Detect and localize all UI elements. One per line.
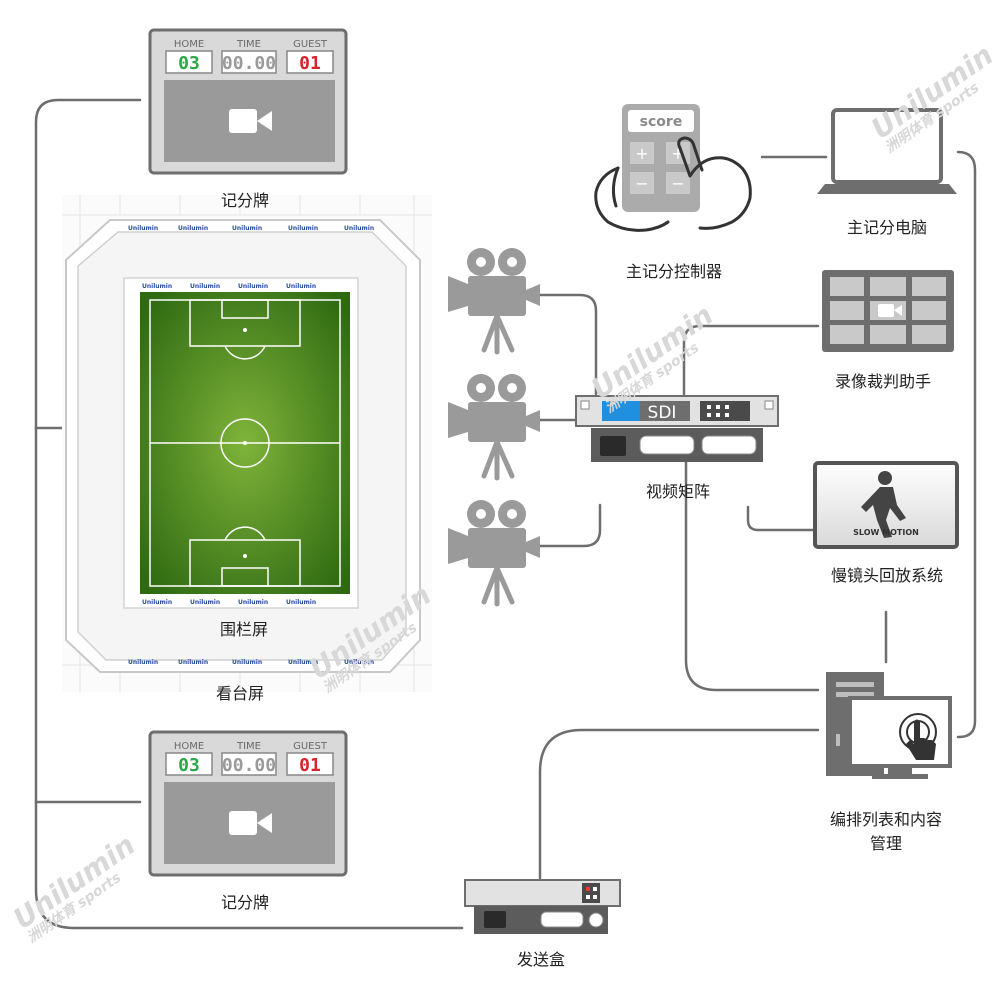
- line-computer-to-content: [956, 150, 977, 739]
- svg-text:Unilumin: Unilumin: [190, 283, 220, 290]
- video-camera-icon: [229, 811, 272, 835]
- line-bus-to-sender: [34, 800, 464, 930]
- scoreboard-top-home-header: HOME: [174, 39, 204, 50]
- svg-text:Unilumin: Unilumin: [128, 659, 158, 666]
- svg-text:Unilumin: Unilumin: [286, 599, 316, 606]
- svg-text:Unilumin: Unilumin: [178, 659, 208, 666]
- controller-key-label: score: [640, 114, 683, 130]
- sender-label: 发送盒: [516, 950, 566, 969]
- scoreboard-bottom-guest-score: 01: [299, 755, 321, 776]
- computer-label: 主记分电脑: [846, 218, 928, 237]
- svg-text:Unilumin: Unilumin: [238, 599, 268, 606]
- svg-text:Unilumin: Unilumin: [232, 659, 262, 666]
- stand-ad-labels: Unilumin Unilumin Unilumin Unilumin Unil…: [128, 225, 374, 666]
- score-controller: score + + − −: [594, 104, 752, 232]
- content-mgmt-label-line2: 管理: [869, 834, 903, 853]
- svg-text:Unilumin: Unilumin: [142, 599, 172, 606]
- scoreboard-bottom-time: 00.00: [222, 755, 276, 776]
- workstation: [826, 672, 952, 779]
- stadium: Unilumin Unilumin Unilumin Unilumin Unil…: [62, 195, 432, 692]
- video-wall-monitor: [822, 270, 954, 352]
- slow-motion-label: 慢镜头回放系统: [830, 566, 944, 585]
- line-matrix-to-content: [684, 460, 820, 692]
- touch-hand-icon: [899, 713, 937, 760]
- sender-box: [464, 879, 621, 934]
- svg-text:Unilumin: Unilumin: [178, 225, 208, 232]
- svg-text:−: −: [635, 174, 648, 193]
- video-camera-icon: [229, 109, 272, 133]
- scoreboard-top-time: 00.00: [222, 53, 276, 74]
- fence-ad-labels: Unilumin Unilumin Unilumin Unilumin Unil…: [142, 283, 316, 606]
- svg-text:Unilumin: Unilumin: [128, 225, 158, 232]
- scoreboard-bottom: HOME TIME GUEST 03 00.00 01: [148, 730, 348, 877]
- svg-text:+: +: [635, 144, 648, 163]
- line-camera3-to-matrix: [538, 503, 602, 548]
- scoreboard-top-guest-score: 01: [299, 53, 321, 74]
- svg-text:Unilumin: Unilumin: [232, 225, 262, 232]
- svg-text:Unilumin: Unilumin: [142, 283, 172, 290]
- scoreboard-top-home-score: 03: [178, 53, 200, 74]
- scoreboard-bottom-label: 记分牌: [220, 893, 270, 912]
- svg-text:−: −: [671, 174, 684, 193]
- svg-text:Unilumin: Unilumin: [288, 659, 318, 666]
- sdi-panel-text: SDI: [648, 403, 677, 423]
- camera-1: [448, 248, 540, 355]
- slow-motion-screen-text: SLOW MOTION: [853, 528, 919, 537]
- content-mgmt-label-line1: 编排列表和内容: [829, 810, 943, 829]
- scoreboard-top-guest-header: GUEST: [293, 39, 328, 50]
- var-label: 录像裁判助手: [834, 372, 932, 391]
- stand-screen-label: 看台屏: [215, 684, 265, 703]
- camera-3: [448, 500, 540, 607]
- fence-screen-label: 围栏屏: [219, 620, 269, 639]
- line-var-to-matrix: [682, 324, 820, 396]
- scoreboard-top-label: 记分牌: [220, 191, 270, 210]
- svg-text:Unilumin: Unilumin: [344, 659, 374, 666]
- laptop: [817, 108, 957, 194]
- line-content-to-sender: [538, 728, 820, 880]
- svg-text:Unilumin: Unilumin: [344, 225, 374, 232]
- svg-text:Unilumin: Unilumin: [288, 225, 318, 232]
- scoreboard-bottom-time-header: TIME: [236, 741, 261, 752]
- scoreboard-top: HOME TIME GUEST 03 00.00 01: [148, 28, 348, 175]
- scoreboard-bottom-home-header: HOME: [174, 741, 204, 752]
- scoreboard-top-time-header: TIME: [236, 39, 261, 50]
- connection-lines: [34, 98, 977, 930]
- scoreboard-bottom-home-score: 03: [178, 755, 200, 776]
- slow-motion-monitor: SLOW MOTION: [813, 461, 959, 549]
- controller-label: 主记分控制器: [625, 262, 723, 281]
- svg-text:Unilumin: Unilumin: [238, 283, 268, 290]
- scoreboard-bottom-guest-header: GUEST: [293, 741, 328, 752]
- walking-person-icon: [861, 471, 906, 538]
- hand-icon: [594, 136, 752, 232]
- line-matrix-to-slowmotion: [746, 505, 817, 532]
- line-camera1-to-matrix: [538, 293, 598, 396]
- svg-text:Unilumin: Unilumin: [286, 283, 316, 290]
- svg-text:Unilumin: Unilumin: [190, 599, 220, 606]
- football-pitch: [140, 292, 350, 594]
- line-scoreboard-top-to-bus: [34, 98, 142, 430]
- sdi-video-matrix: SDI: [575, 395, 779, 462]
- camera-2: [448, 374, 540, 481]
- matrix-label: 视频矩阵: [645, 482, 711, 501]
- video-camera-icon: [878, 304, 902, 317]
